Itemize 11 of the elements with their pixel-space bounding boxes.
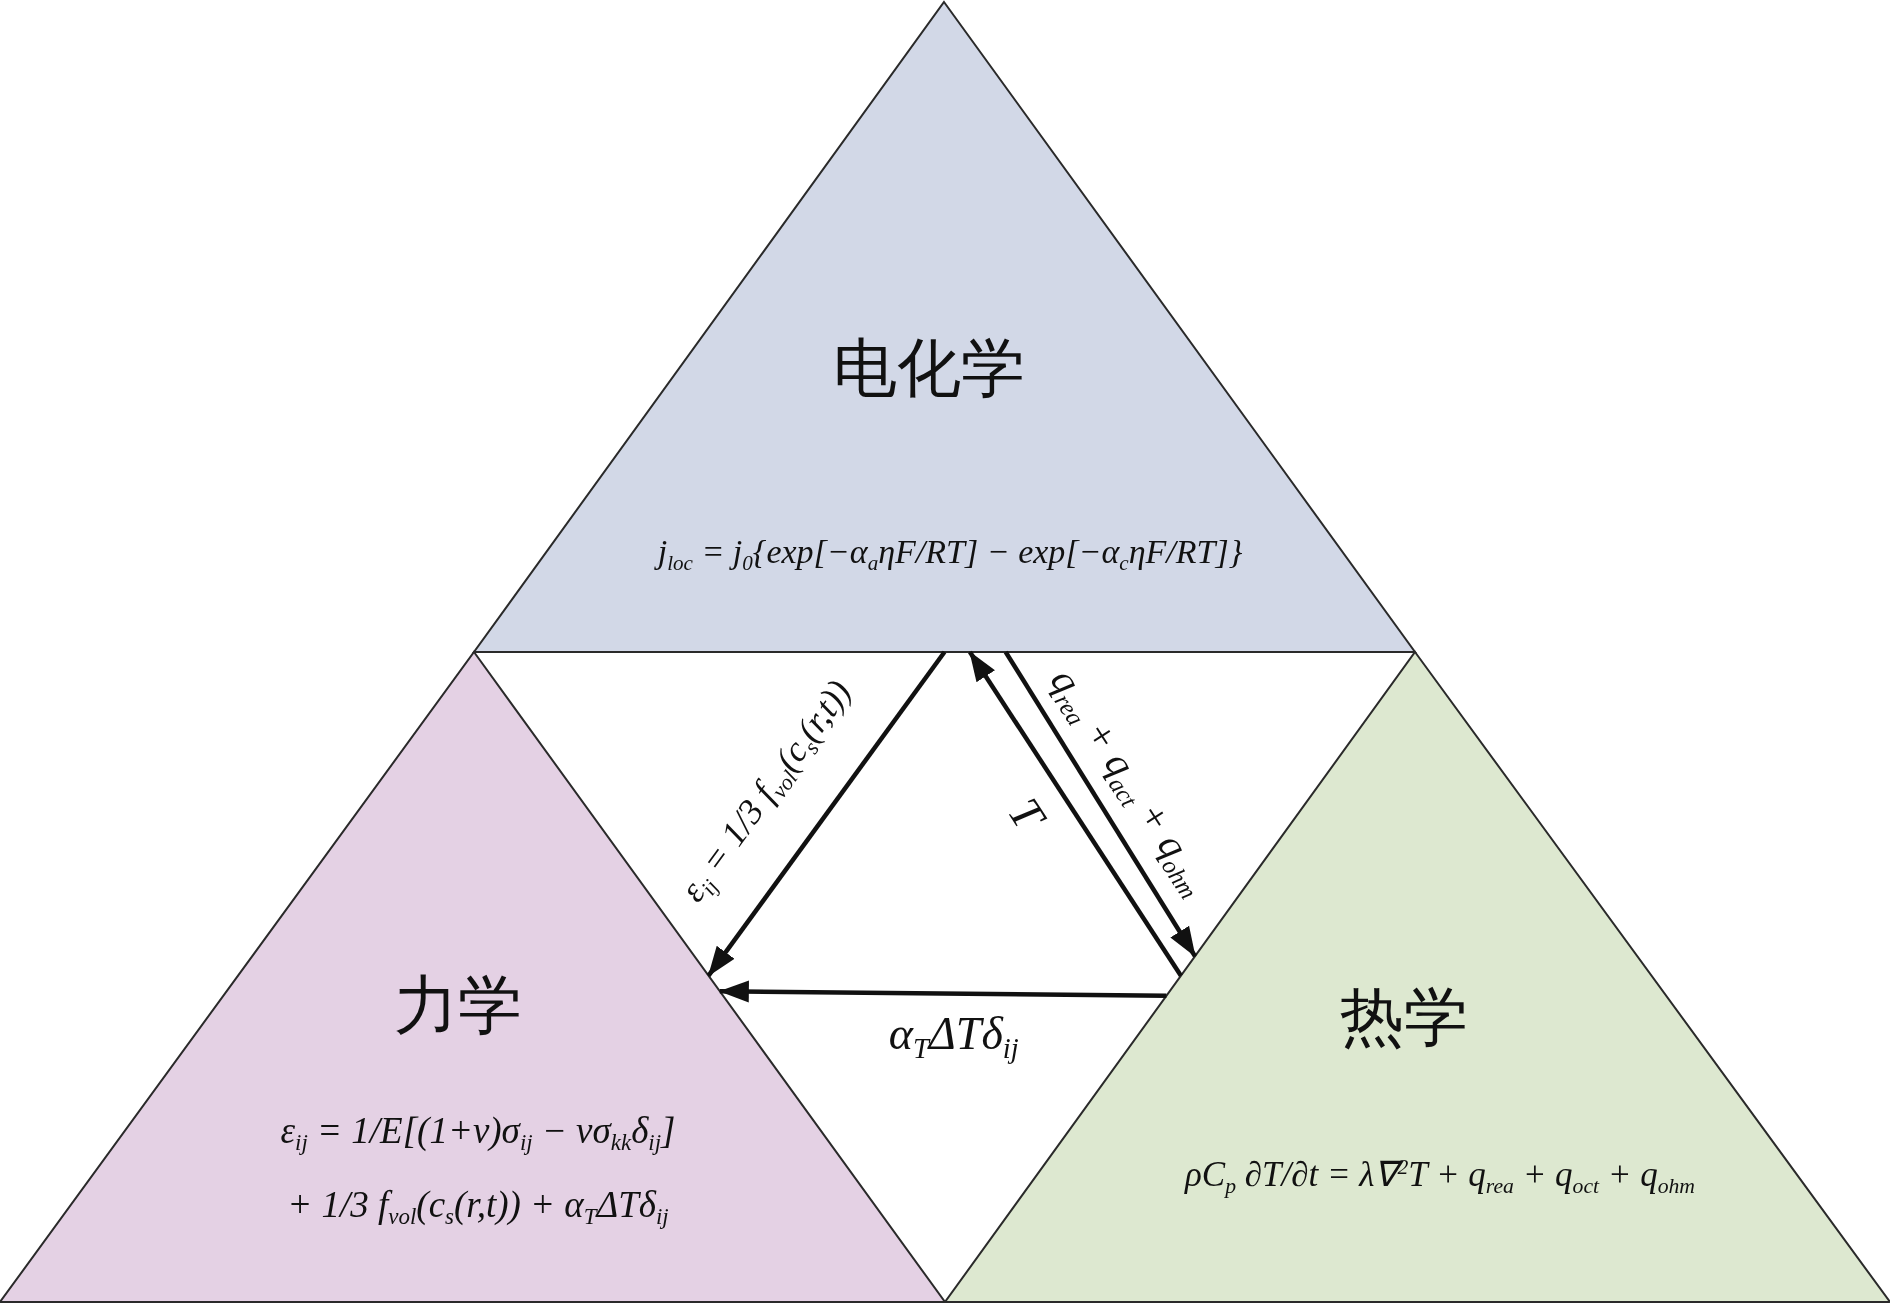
triangle-panel bbox=[474, 2, 1415, 652]
equation: j$_{loc}$ = j$_{0}${exp[−α$_{a}$ηF/RT] − exp[−α$_{c}$ηF/RT]} bbox=[590, 518, 1310, 586]
equation: ε$_{ij}$ = 1/E[(1+ν)σ$_{ij}$ − νσ$_{kk}$δ$_{ij}$] + 1/3 f$_{vol}$(c$_{s}$(r,t)) + α$_{T}$ΔTδ$_{ij}$ bbox=[279, 1109, 677, 1232]
arrow bbox=[718, 980, 1167, 1003]
panel-title: 电化学 bbox=[833, 337, 1025, 401]
edge-label: T bbox=[997, 788, 1056, 839]
arrow bbox=[968, 650, 1183, 977]
panel-title: 力学 bbox=[394, 974, 522, 1038]
arrow bbox=[706, 650, 947, 978]
arrow bbox=[1003, 650, 1197, 958]
panel-title: 热学 bbox=[1340, 986, 1468, 1050]
